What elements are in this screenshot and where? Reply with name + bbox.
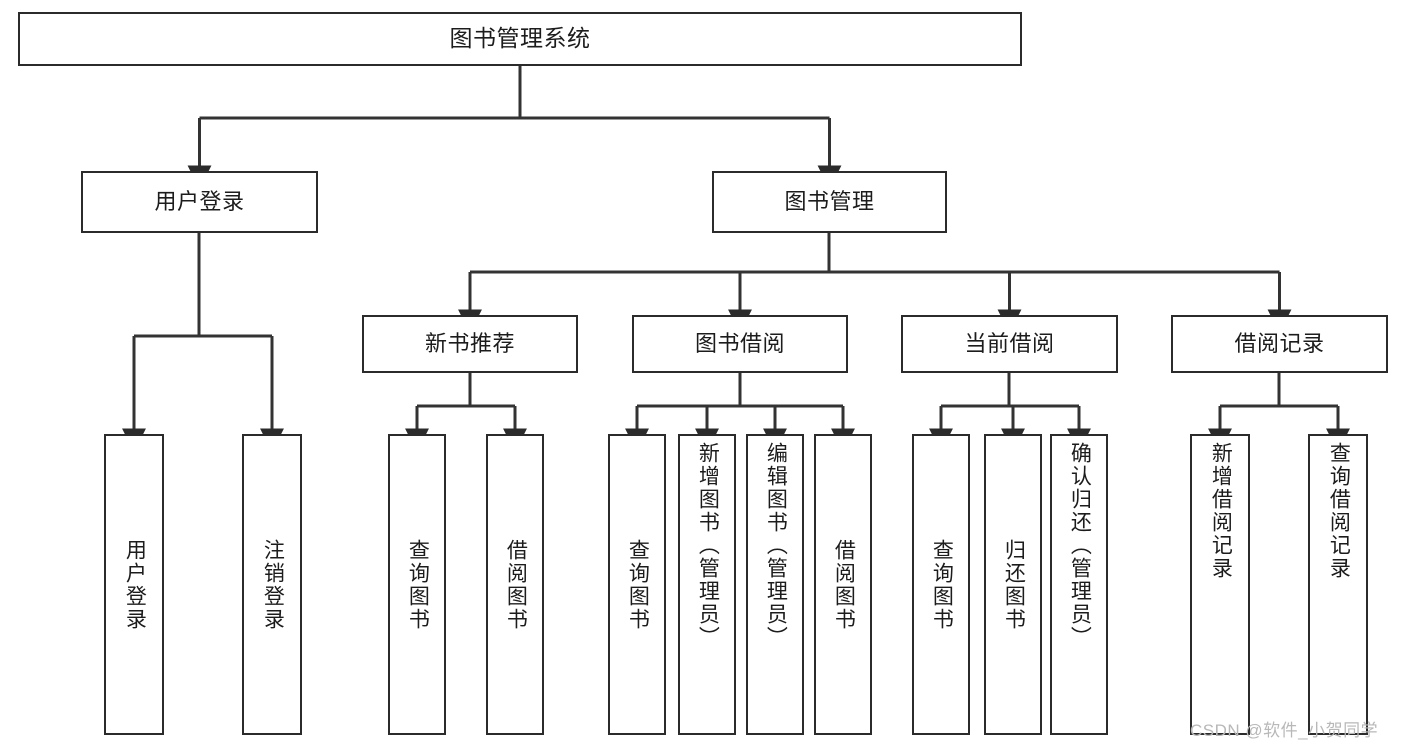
node-leaf-query-book-3-label: 查询图书 xyxy=(930,538,954,631)
node-new-book-recommend-label: 新书推荐 xyxy=(424,330,515,356)
node-leaf-query-book-1-label: 查询图书 xyxy=(406,538,430,631)
node-leaf-query-book-1[interactable]: 查询图书 xyxy=(388,434,446,735)
node-book-management-label: 图书管理 xyxy=(784,188,875,214)
node-leaf-confirm-return-label: 确认归还（管理员） xyxy=(1068,442,1092,649)
node-user-login[interactable]: 用户登录 xyxy=(81,171,318,233)
node-book-borrow-label: 图书借阅 xyxy=(694,330,785,356)
node-user-login-label: 用户登录 xyxy=(154,188,245,214)
node-leaf-return-book-label: 归还图书 xyxy=(1002,538,1026,631)
node-leaf-borrow-book-2[interactable]: 借阅图书 xyxy=(814,434,872,735)
node-leaf-user-login[interactable]: 用户登录 xyxy=(104,434,164,735)
node-leaf-logout[interactable]: 注销登录 xyxy=(242,434,302,735)
node-leaf-add-book-label: 新增图书（管理员） xyxy=(696,442,720,649)
node-new-book-recommend[interactable]: 新书推荐 xyxy=(362,315,578,373)
node-leaf-query-record-label: 查询借阅记录 xyxy=(1327,442,1351,580)
node-leaf-borrow-book-1-label: 借阅图书 xyxy=(504,538,528,631)
node-root-label: 图书管理系统 xyxy=(449,25,591,52)
node-book-management[interactable]: 图书管理 xyxy=(712,171,947,233)
node-leaf-add-book[interactable]: 新增图书（管理员） xyxy=(678,434,736,735)
node-root[interactable]: 图书管理系统 xyxy=(18,12,1022,66)
node-leaf-edit-book-label: 编辑图书（管理员） xyxy=(764,442,788,649)
node-leaf-confirm-return[interactable]: 确认归还（管理员） xyxy=(1050,434,1108,735)
node-leaf-borrow-book-2-label: 借阅图书 xyxy=(832,538,856,631)
node-leaf-add-record-label: 新增借阅记录 xyxy=(1209,442,1233,580)
node-leaf-add-record[interactable]: 新增借阅记录 xyxy=(1190,434,1250,735)
node-borrow-record-label: 借阅记录 xyxy=(1234,330,1325,356)
node-leaf-query-book-2[interactable]: 查询图书 xyxy=(608,434,666,735)
node-book-borrow[interactable]: 图书借阅 xyxy=(632,315,848,373)
node-leaf-query-record[interactable]: 查询借阅记录 xyxy=(1308,434,1368,735)
node-leaf-borrow-book-1[interactable]: 借阅图书 xyxy=(486,434,544,735)
node-borrow-record[interactable]: 借阅记录 xyxy=(1171,315,1388,373)
node-current-borrow[interactable]: 当前借阅 xyxy=(901,315,1118,373)
node-leaf-user-login-label: 用户登录 xyxy=(123,538,147,631)
csdn-watermark: CSDN @软件_小贺同学 xyxy=(1190,721,1379,740)
node-leaf-return-book[interactable]: 归还图书 xyxy=(984,434,1042,735)
node-leaf-query-book-3[interactable]: 查询图书 xyxy=(912,434,970,735)
node-leaf-edit-book[interactable]: 编辑图书（管理员） xyxy=(746,434,804,735)
node-current-borrow-label: 当前借阅 xyxy=(964,330,1055,356)
node-leaf-logout-label: 注销登录 xyxy=(261,538,285,631)
node-leaf-query-book-2-label: 查询图书 xyxy=(626,538,650,631)
